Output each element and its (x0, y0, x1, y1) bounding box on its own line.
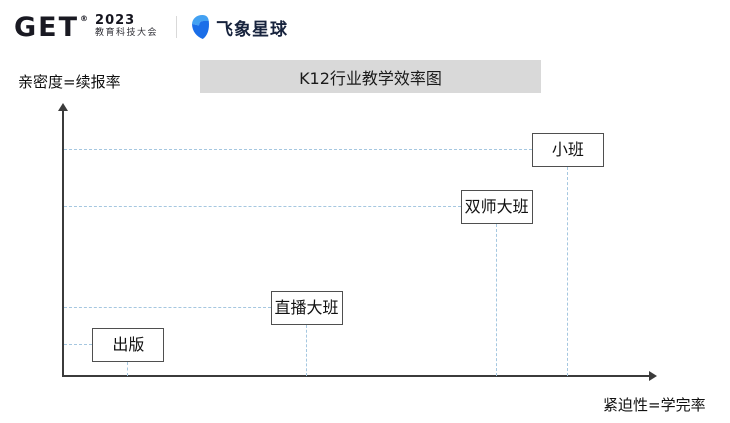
header: GET ® 2023 教育科技大会 飞象星球 (14, 10, 288, 44)
leader-line-horizontal (64, 206, 461, 207)
leader-line-vertical (305, 325, 307, 376)
chart-label-box: 出版 (92, 327, 165, 362)
leader-line-horizontal (64, 148, 532, 150)
registered-mark-icon: ® (80, 13, 89, 23)
get-logo-year: 2023 (95, 12, 136, 28)
chart-title: K12行业教学效率图 (299, 68, 442, 88)
brand-name: 飞象星球 (216, 19, 289, 40)
leader-line-vertical (566, 166, 568, 376)
leader-line-horizontal (64, 307, 271, 309)
x-axis-label: 紧迫性=学完率 (603, 396, 706, 414)
chart-label-box: 直播大班 (270, 291, 343, 326)
logo-divider (176, 16, 178, 38)
chart-label-box: 小班 (531, 132, 604, 167)
get-logo-subblock: 2023 教育科技大会 (95, 12, 159, 39)
get-logo-subtitle: 教育科技大会 (95, 27, 159, 38)
leader-line-horizontal (64, 343, 93, 345)
y-axis-arrow (58, 103, 68, 111)
x-axis-arrow (649, 371, 657, 381)
y-axis-label: 亲密度=续报率 (18, 73, 121, 91)
feixiang-elephant-icon (192, 15, 210, 39)
get-2023-logo: GET ® 2023 教育科技大会 (14, 11, 159, 43)
chart-label-box: 双师大班 (460, 190, 533, 224)
y-axis-line (62, 110, 64, 377)
leader-line-vertical (495, 224, 497, 376)
x-axis-line (62, 375, 650, 377)
chart-title-bar: K12行业教学效率图 (200, 60, 541, 93)
leader-line-vertical (127, 361, 129, 376)
feixiang-brand-logo: 飞象星球 (192, 15, 288, 40)
get-logo-text: GET (14, 11, 80, 43)
